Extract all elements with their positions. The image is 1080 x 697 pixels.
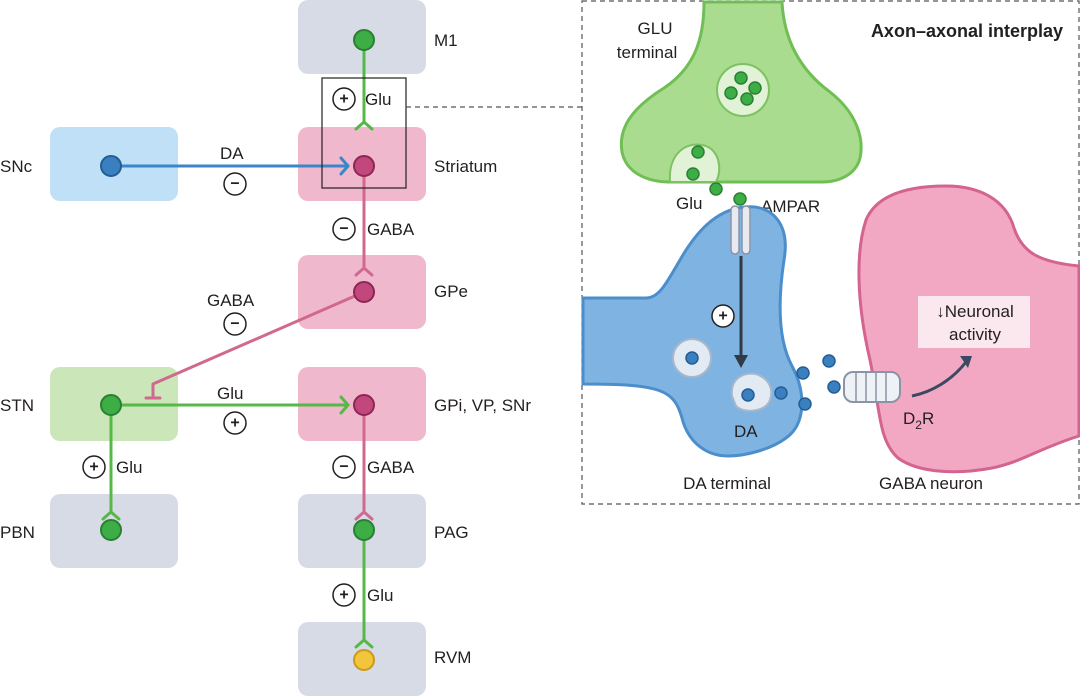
da-vesicle — [685, 351, 699, 365]
synapse-fork-pag — [354, 510, 374, 521]
d2r-label: D2R — [903, 409, 934, 432]
node-snc — [100, 155, 122, 177]
label-striatum: Striatum — [434, 157, 497, 176]
glu-released — [709, 182, 723, 196]
glu-vesicle — [740, 92, 754, 106]
glu-released — [686, 167, 700, 181]
transmitter-m1-striatum: Glu — [365, 90, 391, 109]
axon-gpe-stn — [151, 290, 366, 400]
synapse-fork-pbn — [101, 510, 121, 521]
sign-gpi-pag: − — [339, 459, 348, 476]
synapse-fork-striatum — [354, 120, 374, 131]
da-released — [796, 366, 810, 380]
gaba-neuron-label: GABA neuron — [879, 474, 983, 493]
activity-arrow — [911, 361, 968, 398]
glu-terminal-label-2: terminal — [617, 43, 677, 62]
glu-vesicle — [734, 71, 748, 85]
transmitter-stn-gpi: Glu — [217, 384, 243, 403]
activity-box — [918, 296, 1030, 348]
activity-label-1: ↓Neuronal — [936, 302, 1014, 321]
sign-gpe-stn: − — [230, 316, 239, 333]
label-pbn: PBN — [0, 523, 35, 542]
da-terminal — [581, 205, 804, 458]
zoom-box — [321, 77, 407, 189]
sign-circle-snc — [223, 172, 247, 196]
sign-circle-pag-rvm — [332, 583, 356, 607]
transmitter-striatum-gpe: GABA — [367, 220, 415, 239]
sign-circle-gpi-pag — [332, 455, 356, 479]
label-pag: PAG — [434, 523, 469, 542]
synapse-fork-gpi — [339, 395, 350, 415]
sign-circle-stn-pbn — [82, 455, 106, 479]
sign-circle-m1-striatum — [332, 87, 356, 111]
sign-pag-rvm: + — [339, 587, 348, 604]
sign-striatum-gpe: − — [339, 221, 348, 238]
da-label: DA — [734, 422, 758, 441]
glu-vesicle — [748, 81, 762, 95]
da-released — [774, 386, 788, 400]
glu-release-site — [668, 143, 721, 183]
ampar-label: AMPAR — [761, 197, 820, 216]
node-stn — [100, 394, 122, 416]
transmitter-snc: DA — [220, 144, 244, 163]
transmitter-stn-pbn: Glu — [116, 458, 142, 477]
node-m1 — [353, 29, 375, 51]
node-rvm — [353, 649, 375, 671]
label-snc: SNc — [0, 157, 33, 176]
label-m1: M1 — [434, 31, 458, 50]
glu-vesicle — [691, 145, 705, 159]
d2r-receptor — [843, 371, 901, 403]
label-rvm: RVM — [434, 648, 471, 667]
node-gpi — [353, 394, 375, 416]
synapse-fork-da — [339, 156, 350, 176]
glu-released — [733, 192, 747, 206]
sign-circle-striatum-gpe — [332, 217, 356, 241]
synapse-fork-rvm — [354, 638, 374, 649]
synapse-fork-gpe — [354, 266, 374, 277]
node-gpe — [353, 281, 375, 303]
glu-terminal-label-1: GLU — [638, 19, 673, 38]
node-pag — [353, 519, 375, 541]
da-released — [822, 354, 836, 368]
label-stn: STN — [0, 396, 34, 415]
sign-circle-gpe-stn — [223, 312, 247, 336]
sign-stn-gpi: + — [230, 415, 239, 432]
inset-title: Axon–axonal interplay — [871, 21, 1063, 41]
influx-arrowhead — [734, 355, 748, 368]
sign-m1-striatum: + — [339, 91, 348, 108]
da-terminal-label: DA terminal — [683, 474, 771, 493]
plus-sign: + — [718, 308, 727, 325]
glu-vesicle — [724, 86, 738, 100]
sign-circle-stn-gpi — [223, 411, 247, 435]
label-gpi: GPi, VP, SNr — [434, 396, 531, 415]
glu-label: Glu — [676, 194, 702, 213]
label-gpe: GPe — [434, 282, 468, 301]
node-striatum — [353, 155, 375, 177]
transmitter-pag-rvm: Glu — [367, 586, 393, 605]
glu-vesicle-pool — [716, 63, 770, 117]
node-pbn — [100, 519, 122, 541]
sign-stn-pbn: + — [89, 459, 98, 476]
da-vesicle — [741, 388, 755, 402]
transmitter-gpe-stn: GABA — [207, 291, 255, 310]
inset-frame — [581, 0, 1080, 505]
transmitter-gpi-pag: GABA — [367, 458, 415, 477]
da-released — [798, 397, 812, 411]
plus-circle — [711, 304, 735, 328]
sign-snc: − — [230, 176, 239, 193]
ampar-channel — [730, 205, 751, 255]
activity-label-2: activity — [949, 325, 1001, 344]
activity-arrowhead — [960, 356, 972, 368]
da-released — [827, 380, 841, 394]
